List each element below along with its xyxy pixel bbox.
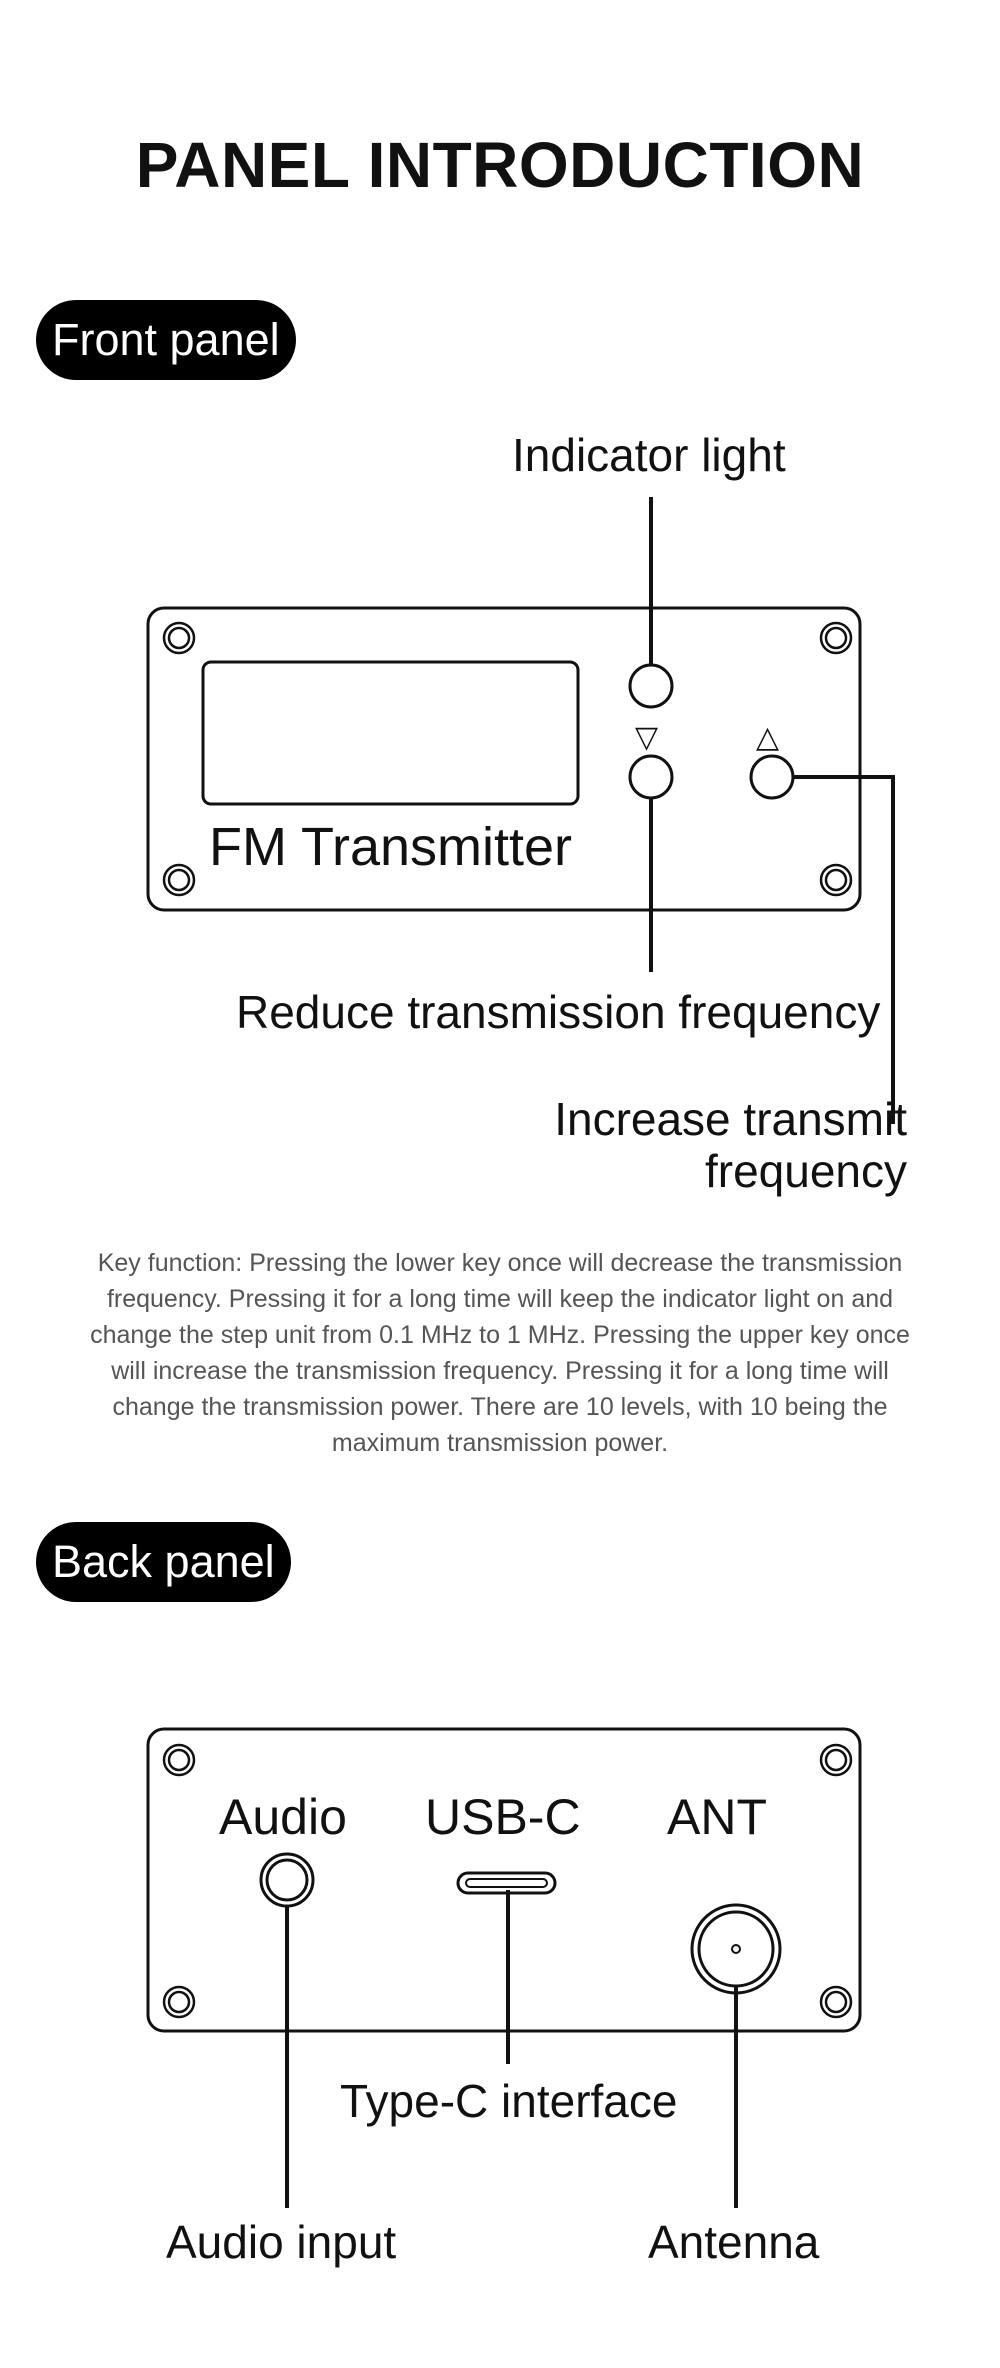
front-panel-outline: [146, 606, 862, 912]
audio-port-label: Audio: [219, 1789, 347, 1845]
screw-icon: [162, 863, 196, 897]
ant-port-label: ANT: [667, 1789, 767, 1845]
audio-input-caption: Audio input: [166, 2216, 397, 2268]
typec-interface-caption: Type-C interface: [340, 2075, 678, 2127]
indicator-light-label: Indicator light: [512, 429, 786, 481]
screw-icon: [162, 621, 196, 655]
down-arrow-icon: ▽: [635, 721, 659, 754]
down-button: [628, 754, 674, 800]
device-name-label: FM Transmitter: [209, 817, 573, 877]
increase-frequency-label-line1: Increase transmit: [554, 1093, 907, 1145]
key-function-description: Key function: Pressing the lower key onc…: [90, 1249, 910, 1457]
screw-icon: [819, 863, 853, 897]
increase-frequency-label-line2: frequency: [704, 1145, 907, 1197]
front-panel-badge: Front panel: [36, 300, 296, 380]
usbc-port-label: USB-C: [425, 1789, 581, 1845]
back-panel-outline: [146, 1727, 862, 2033]
audio-jack-port: [259, 1852, 315, 1908]
up-button: [749, 754, 795, 800]
screw-icon: [162, 1743, 196, 1777]
display-window: [201, 660, 580, 806]
antenna-connector: [690, 1903, 782, 1995]
reduce-frequency-label: Reduce transmission frequency: [236, 986, 881, 1038]
screw-icon: [819, 1985, 853, 2019]
indicator-light: [628, 663, 674, 709]
page-title: PANEL INTRODUCTION: [135, 129, 865, 201]
up-arrow-icon: △: [756, 721, 780, 754]
screw-icon: [819, 621, 853, 655]
screw-icon: [819, 1743, 853, 1777]
antenna-caption: Antenna: [648, 2216, 820, 2268]
screw-icon: [162, 1985, 196, 2019]
back-panel-badge: Back panel: [36, 1522, 291, 1602]
